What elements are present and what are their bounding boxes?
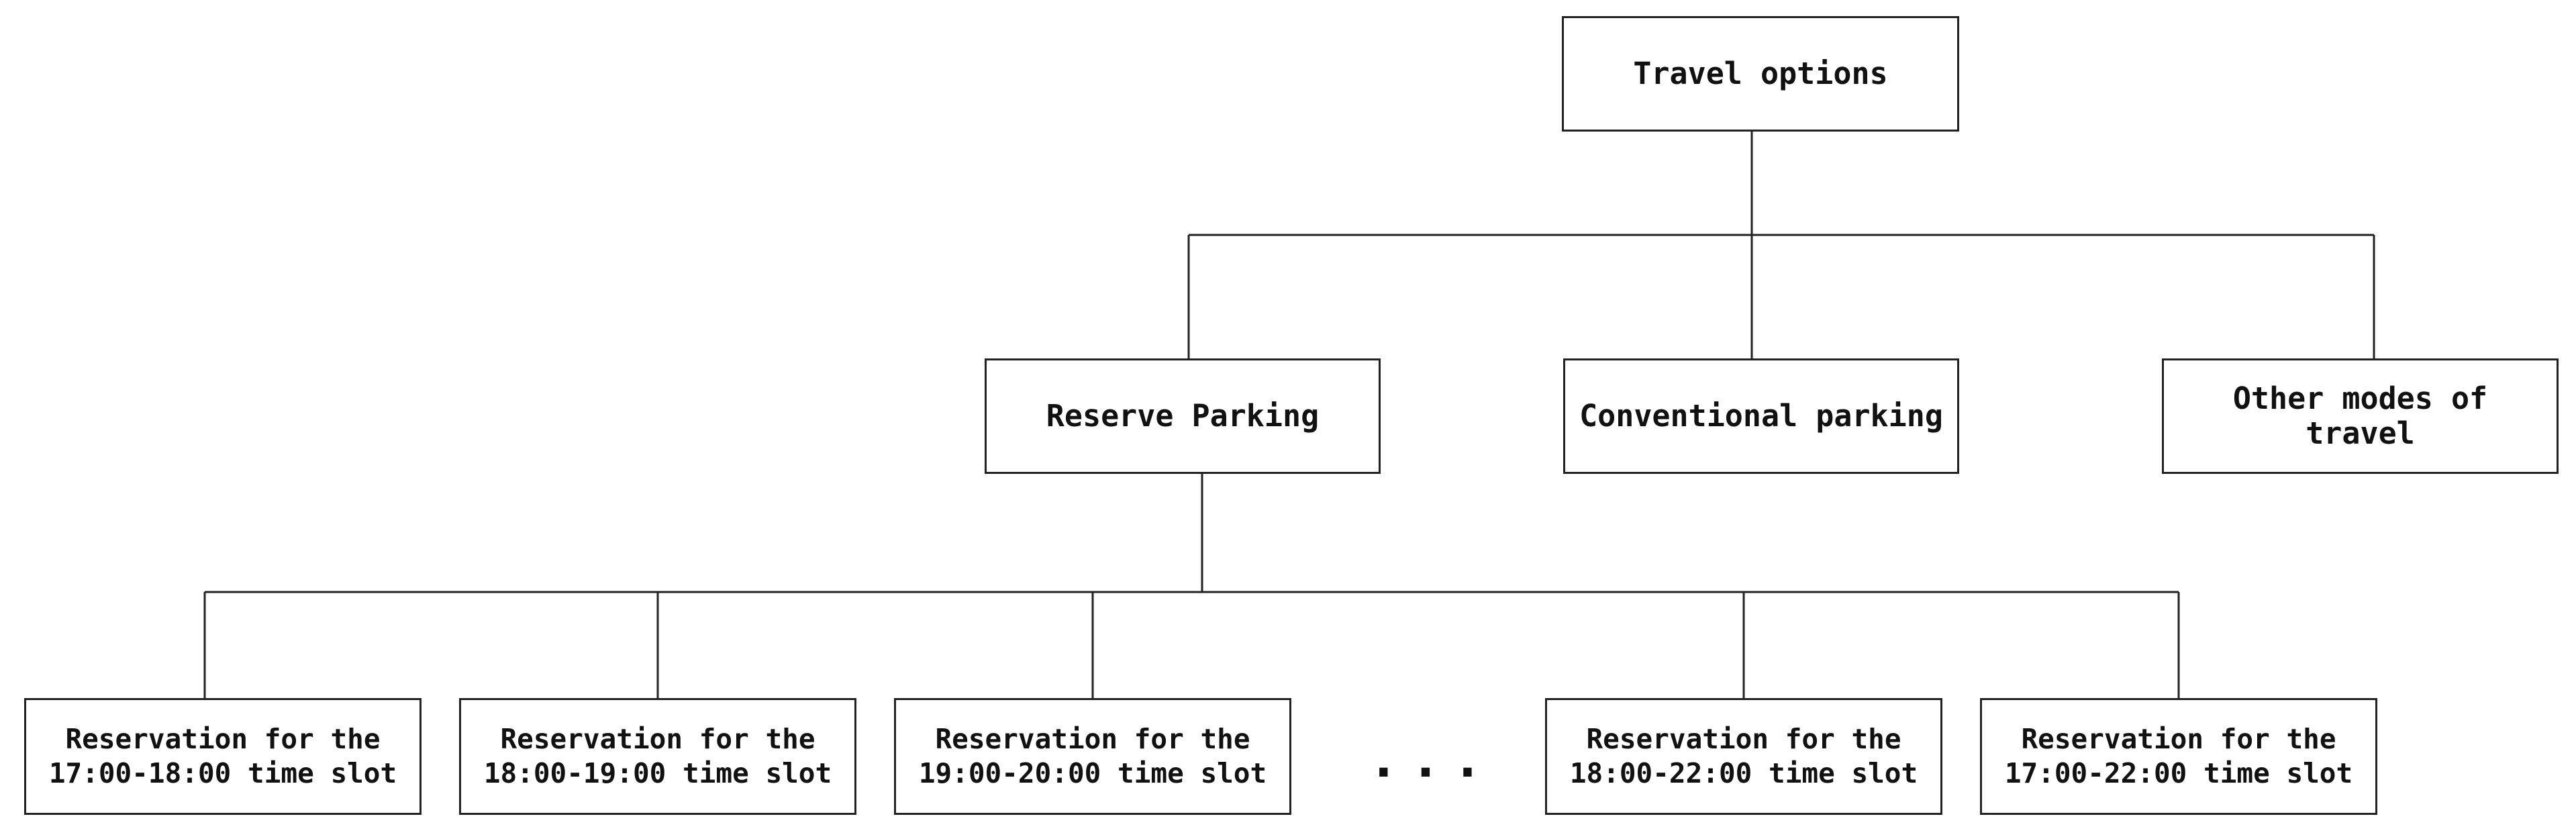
node-label-line2: 17:00-18:00 time slot xyxy=(48,757,397,789)
node-label-line2: 18:00-22:00 time slot xyxy=(1569,757,1918,789)
node-label: Travel options xyxy=(1633,56,1888,92)
node-label-line1: Reservation for the xyxy=(935,722,1250,755)
node-label: Other modes of travel xyxy=(2232,381,2488,451)
node-slot-19-20: Reservation for the 19:00-20:00 time slo… xyxy=(894,698,1291,815)
node-other-modes-of-travel: Other modes of travel xyxy=(2162,358,2559,474)
node-label: Reserve Parking xyxy=(1046,398,1320,434)
node-slot-17-18: Reservation for the 17:00-18:00 time slo… xyxy=(24,698,422,815)
node-slot-17-22: Reservation for the 17:00-22:00 time slo… xyxy=(1980,698,2377,815)
node-label: Conventional parking xyxy=(1579,398,1943,434)
node-label-line2: 18:00-19:00 time slot xyxy=(483,757,832,789)
node-label-line1: Reservation for the xyxy=(500,722,815,755)
node-reserve-parking: Reserve Parking xyxy=(985,358,1381,474)
node-slot-18-22: Reservation for the 18:00-22:00 time slo… xyxy=(1545,698,1942,815)
ellipsis: ... xyxy=(1375,733,1501,788)
node-label-line2: 19:00-20:00 time slot xyxy=(918,757,1267,789)
node-label-line1: Reservation for the xyxy=(65,722,381,755)
node-label-line2: 17:00-22:00 time slot xyxy=(2004,757,2353,789)
node-travel-options: Travel options xyxy=(1562,16,1959,132)
node-label-line1: Reservation for the xyxy=(2021,722,2336,755)
node-slot-18-19: Reservation for the 18:00-19:00 time slo… xyxy=(459,698,856,815)
node-conventional-parking: Conventional parking xyxy=(1563,358,1959,474)
node-label-line1: Reservation for the xyxy=(1586,722,1901,755)
